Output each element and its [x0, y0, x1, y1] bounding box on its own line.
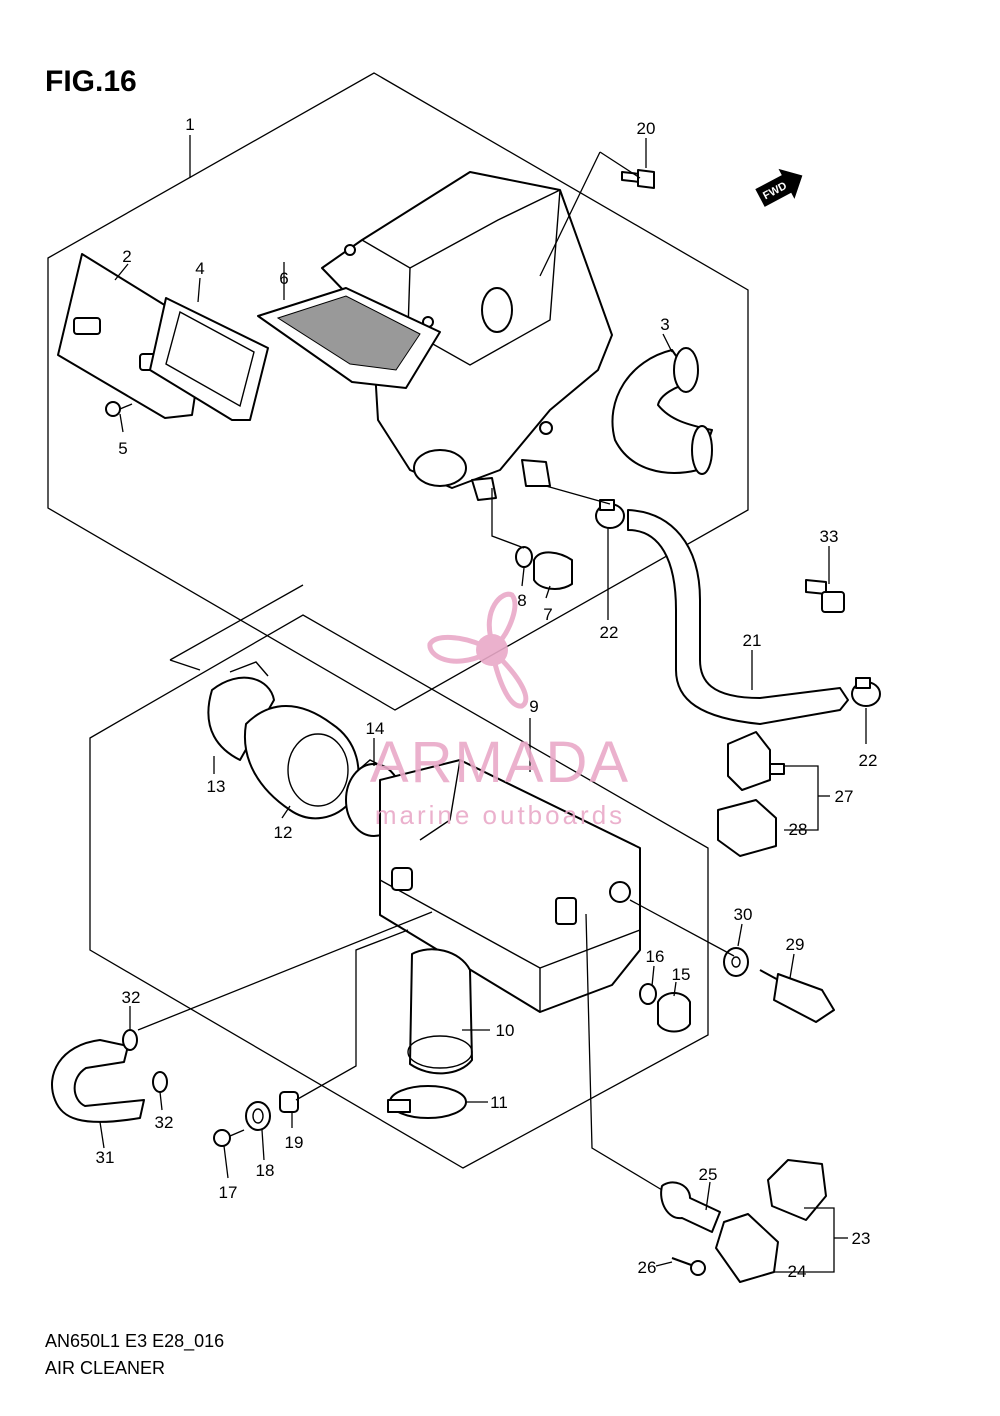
- watermark-brand: ARMADA: [370, 730, 630, 795]
- callout-14: 14: [366, 719, 385, 738]
- fwd-arrow-icon: FWD: [755, 168, 803, 207]
- callout-21: 21: [743, 631, 762, 650]
- callout-27: 27: [835, 787, 854, 806]
- lower-assembly-frame: [89, 614, 709, 1169]
- callout-28: 28: [789, 820, 808, 839]
- callout-30: 30: [734, 905, 753, 924]
- callout-20: 20: [637, 119, 656, 138]
- clamp-22-upper: [595, 499, 625, 529]
- hose-21: [627, 509, 849, 725]
- callout-9: 9: [529, 697, 538, 716]
- callout-29: 29: [786, 935, 805, 954]
- temp-sensor-29: [759, 969, 835, 1023]
- screw-17: [213, 1129, 245, 1147]
- screw-26: [671, 1257, 706, 1276]
- intake-boot-12: [243, 705, 360, 820]
- callout-23: 23: [852, 1229, 871, 1248]
- duct-10: [407, 948, 473, 1075]
- callout-labels: 1 2 3 4 5 6 7 8 9 10 11 12 13 14 15 16 1…: [96, 115, 878, 1281]
- duct-3: [611, 347, 713, 475]
- clip-32-upper: [122, 1029, 138, 1051]
- seal-4: [149, 297, 269, 421]
- callout-24: 24: [788, 1262, 807, 1281]
- callout-11: 11: [490, 1093, 508, 1112]
- callout-7: 7: [543, 605, 552, 624]
- callout-8: 8: [517, 591, 526, 610]
- callout-6: 6: [279, 269, 288, 288]
- air-cleaner-lower-case: [379, 759, 641, 1013]
- callout-32-lower: 32: [155, 1113, 174, 1132]
- callout-17: 17: [219, 1183, 238, 1202]
- bolt-33: [805, 579, 845, 613]
- callout-33: 33: [820, 527, 839, 546]
- section-name: AIR CLEANER: [45, 1358, 165, 1378]
- callout-19: 19: [285, 1133, 304, 1152]
- callout-1: 1: [185, 115, 194, 134]
- filter-element-6: [257, 287, 441, 389]
- boot-28: [717, 799, 777, 857]
- clip-32-lower: [152, 1071, 168, 1093]
- sensor-27: [727, 731, 785, 791]
- callout-22-upper: 22: [600, 623, 619, 642]
- callout-16: 16: [646, 947, 665, 966]
- callout-22-lower: 22: [859, 751, 878, 770]
- bracket-25: [660, 1181, 721, 1233]
- bolt-20: [621, 169, 655, 189]
- model-code: AN650L1 E3 E28_016: [45, 1331, 224, 1352]
- screw-5: [105, 401, 133, 417]
- sensor-23: [767, 1159, 827, 1221]
- cap-15: [657, 992, 691, 1033]
- hose-31: [51, 1039, 145, 1123]
- callout-2: 2: [122, 247, 131, 266]
- callout-31: 31: [96, 1148, 115, 1167]
- figure-title: FIG.16: [45, 65, 137, 98]
- clamp-11: [387, 1085, 467, 1119]
- clip-8: [515, 546, 533, 568]
- callout-32-upper: 32: [122, 988, 141, 1007]
- propeller-logo-icon: [427, 591, 529, 709]
- leader-lines: [99, 135, 867, 1273]
- air-cleaner-upper-case: [321, 171, 613, 501]
- collar-19: [279, 1091, 299, 1113]
- callout-5: 5: [118, 439, 127, 458]
- plug-7: [533, 551, 573, 590]
- upper-assembly-frame: [47, 72, 749, 711]
- callout-25: 25: [699, 1165, 718, 1184]
- callout-18: 18: [256, 1161, 275, 1180]
- callout-13: 13: [207, 777, 226, 796]
- grommet-18: [245, 1101, 271, 1131]
- clamp-22-lower: [851, 677, 881, 707]
- callout-15: 15: [672, 965, 691, 984]
- washer-30: [723, 947, 749, 977]
- callout-4: 4: [195, 259, 204, 278]
- clip-16: [639, 983, 657, 1005]
- boot-24: [715, 1213, 779, 1283]
- callout-3: 3: [660, 315, 669, 334]
- callout-26: 26: [638, 1258, 657, 1277]
- callout-12: 12: [274, 823, 293, 842]
- watermark-tagline: marine outboards: [375, 800, 625, 830]
- callout-10: 10: [496, 1021, 515, 1040]
- watermark: ARMADA marine outboards: [370, 591, 630, 830]
